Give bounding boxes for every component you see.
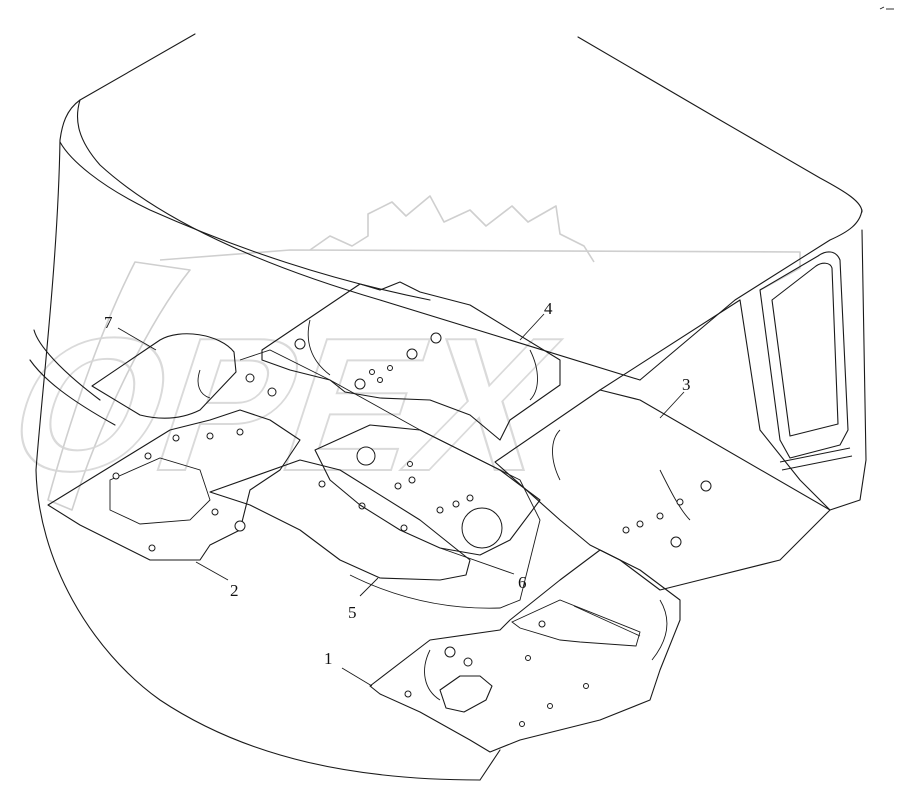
insulation-panel-1	[369, 549, 681, 753]
callout-1: 1	[324, 649, 333, 668]
callout-7: 7	[104, 313, 113, 332]
insulation-panel-5	[209, 349, 541, 609]
callout-6: 6	[518, 573, 527, 592]
callout-3: 3	[682, 375, 691, 394]
corner-mark	[879, 6, 894, 10]
leader-lines	[117, 313, 685, 687]
callout-5: 5	[348, 603, 357, 622]
insulation-panel-2	[47, 409, 301, 561]
cab-outline	[29, 33, 867, 781]
watermark-text: OPEX	[0, 299, 581, 510]
callout-4: 4	[544, 299, 553, 318]
opex-watermark: OPEX	[0, 195, 801, 512]
insulation-panel-6	[314, 424, 541, 556]
insulation-panel-3	[494, 389, 831, 591]
callout-2: 2	[230, 581, 239, 600]
insulation-panel-4	[261, 281, 561, 441]
insulation-pad-7	[91, 333, 237, 419]
